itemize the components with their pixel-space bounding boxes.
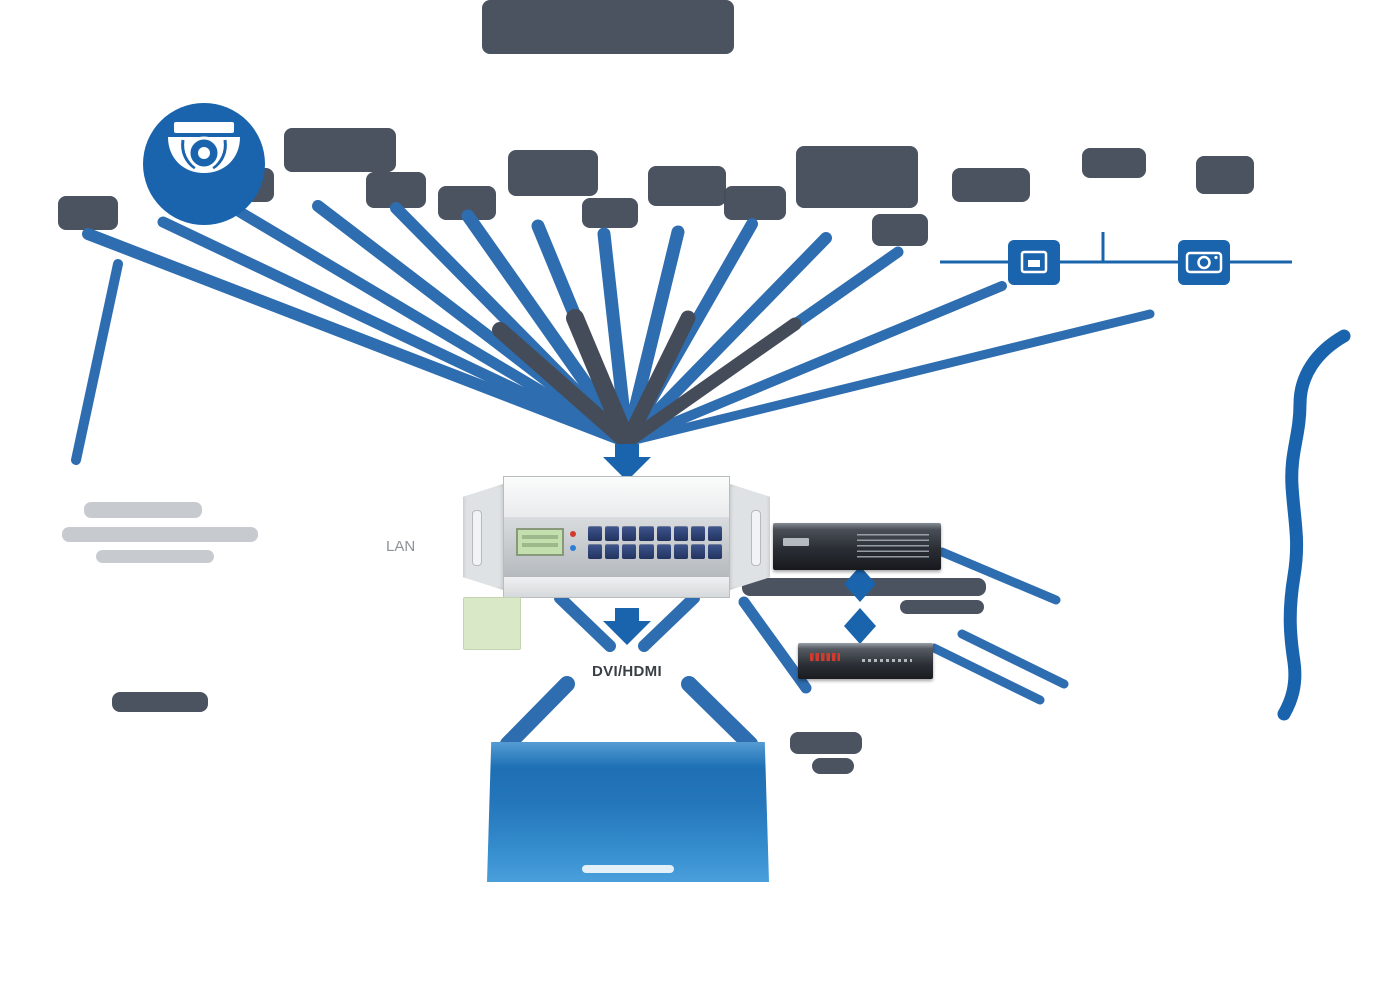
matrix-button	[605, 544, 620, 559]
matrix-button	[588, 526, 603, 541]
device-silhouette	[58, 196, 118, 230]
switcher-front-panel	[504, 517, 729, 579]
dome-camera-badge	[143, 103, 265, 225]
wall-plate-icon	[1020, 250, 1048, 274]
matrix-button	[690, 526, 705, 541]
link-diamond-icon	[844, 608, 876, 644]
rack-handle	[751, 510, 761, 566]
vent-slots	[857, 534, 929, 560]
matrix-button	[588, 544, 603, 559]
endpoint-link-lines	[940, 232, 1292, 264]
projector-lens-icon	[1185, 251, 1223, 274]
matrix-button	[707, 544, 722, 559]
device-silhouette	[366, 172, 426, 208]
device-silhouette	[724, 186, 786, 220]
rack-handle	[472, 510, 482, 566]
port-dots	[862, 659, 912, 662]
rack-server-top	[773, 523, 941, 570]
device-silhouette	[284, 128, 396, 172]
text-remnant	[62, 527, 258, 542]
switcher-body	[503, 476, 730, 598]
matrix-button	[673, 526, 688, 541]
device-silhouette	[952, 168, 1030, 202]
text-remnant	[900, 600, 984, 614]
screen-glare	[487, 742, 769, 766]
wall-plate-badge	[1008, 240, 1060, 285]
power-led	[570, 531, 576, 537]
matrix-button	[707, 526, 722, 541]
text-remnant	[112, 692, 208, 712]
down-arrow-icon	[603, 608, 651, 645]
device-silhouette	[438, 186, 496, 220]
matrix-button	[690, 544, 705, 559]
matrix-button	[605, 526, 620, 541]
matrix-button	[673, 544, 688, 559]
device-silhouette	[648, 166, 726, 206]
device-silhouette	[1196, 156, 1254, 194]
matrix-switcher-device	[463, 476, 770, 598]
matrix-button-grid	[588, 526, 722, 559]
lcd-display	[516, 528, 564, 556]
matrix-button	[656, 526, 671, 541]
rack-ear	[463, 484, 503, 590]
text-remnant	[812, 758, 854, 774]
matrix-button	[639, 526, 654, 541]
brand-logo-red	[810, 653, 840, 661]
text-remnant	[742, 578, 986, 596]
rack-server-bottom	[798, 643, 933, 679]
display-screen	[487, 742, 769, 882]
right-cable-brace	[1277, 329, 1351, 721]
blank-panel	[504, 576, 729, 597]
screen-caption-remnant	[582, 865, 674, 873]
dvi-hdmi-label: DVI/HDMI	[592, 663, 662, 680]
device-silhouette	[796, 146, 918, 208]
projector-badge	[1178, 240, 1230, 285]
matrix-button	[622, 526, 637, 541]
device-silhouette	[872, 214, 928, 246]
status-led	[570, 545, 576, 551]
device-silhouette	[482, 0, 734, 54]
text-remnant	[96, 550, 214, 563]
dome-camera-icon	[168, 122, 240, 173]
source-beams	[71, 200, 1155, 465]
lan-label: LAN	[386, 538, 416, 555]
device-silhouette	[1082, 148, 1146, 178]
device-silhouette	[508, 150, 598, 196]
green-module	[463, 597, 521, 650]
source-beams-dark	[492, 309, 802, 451]
text-remnant	[84, 502, 202, 518]
matrix-button	[656, 544, 671, 559]
device-silhouette	[582, 198, 638, 228]
blank-panel	[504, 477, 729, 518]
text-remnant	[790, 732, 862, 754]
rack-ear	[730, 484, 770, 590]
matrix-button	[622, 544, 637, 559]
brand-logo	[783, 538, 809, 546]
matrix-button	[639, 544, 654, 559]
